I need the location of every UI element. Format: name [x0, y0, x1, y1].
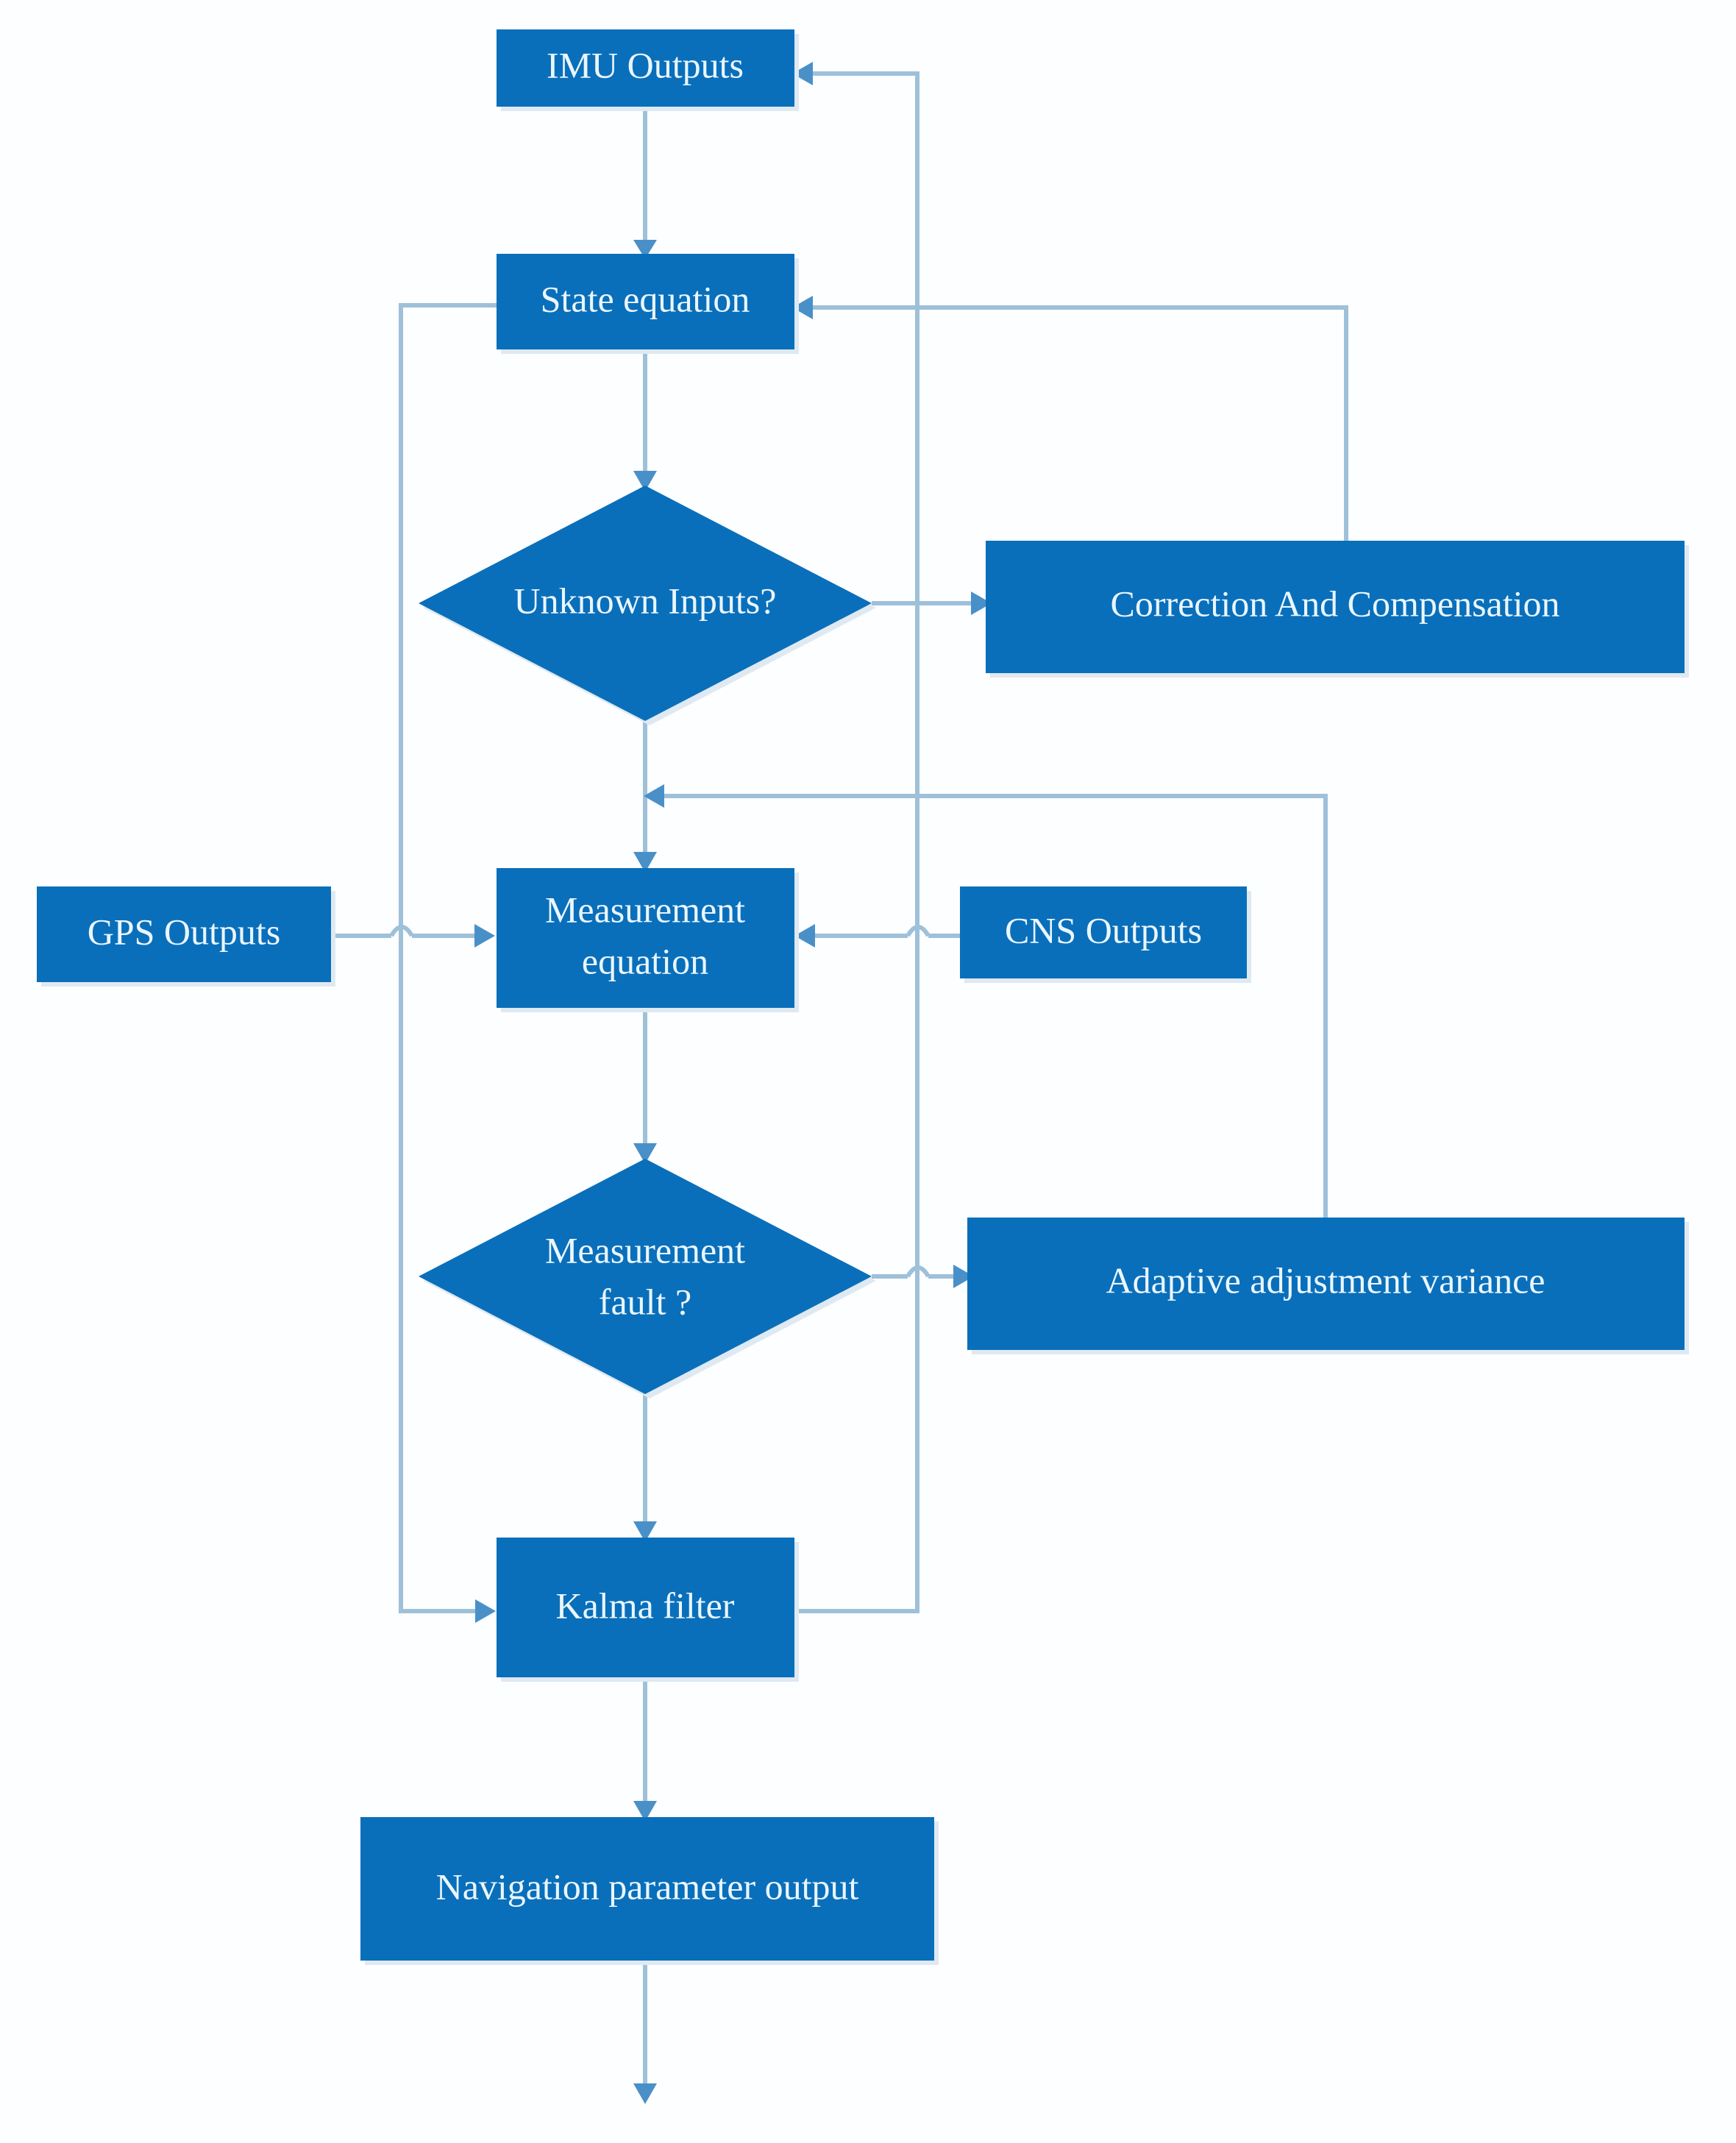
node-imu-outputs[interactable]: IMU Outputs — [497, 29, 799, 111]
node-label-correction-and-compensation: Correction And Compensation — [1110, 583, 1559, 624]
node-state-equation[interactable]: State equation — [497, 254, 799, 354]
edge-measurement-fault-to-adaptive — [872, 1265, 974, 1288]
node-label-cns-outputs: CNS Outputs — [1005, 909, 1202, 950]
edge-measurement-fault-to-kalman — [633, 1394, 657, 1542]
node-label-gps-outputs: GPS Outputs — [88, 911, 281, 952]
edge-state-equation-to-unknown-inputs — [633, 349, 657, 491]
node-label-state-equation: State equation — [541, 278, 750, 319]
node-correction-and-compensation[interactable]: Correction And Compensation — [986, 541, 1689, 678]
node-measurement-fault[interactable]: Measurement fault ? — [419, 1159, 876, 1399]
node-label-navigation-parameter-output: Navigation parameter output — [436, 1866, 859, 1907]
edge-correction-to-state-equation — [792, 296, 1348, 541]
connectors — [331, 62, 1348, 2104]
edge-navigation-output-terminal — [633, 1961, 657, 2104]
edge-unknown-inputs-to-correction — [872, 591, 992, 615]
node-label-measurement-fault-line2: fault ? — [599, 1281, 691, 1322]
edge-measurement-equation-to-measurement-fault — [633, 1008, 657, 1164]
edge-unknown-inputs-to-measurement-equation — [633, 721, 657, 873]
edge-imu-to-state-equation — [633, 107, 657, 259]
edge-gps-to-measurement-equation — [331, 924, 495, 948]
node-label-imu-outputs: IMU Outputs — [547, 44, 744, 85]
node-label-measurement-equation-line1: Measurement — [545, 889, 745, 930]
node-adaptive-adjustment-variance[interactable]: Adaptive adjustment variance — [967, 1218, 1689, 1354]
node-label-kalman-filter: Kalma filter — [556, 1585, 735, 1626]
node-gps-outputs[interactable]: GPS Outputs — [37, 886, 335, 987]
node-label-unknown-inputs: Unknown Inputs? — [514, 580, 777, 621]
node-label-measurement-equation-line2: equation — [582, 940, 708, 981]
edge-adaptive-to-measurement-equation — [644, 784, 1328, 1218]
node-kalman-filter[interactable]: Kalma filter — [497, 1538, 799, 1682]
node-unknown-inputs[interactable]: Unknown Inputs? — [419, 486, 876, 725]
edge-kalman-to-state-equation — [399, 303, 497, 1623]
node-cns-outputs[interactable]: CNS Outputs — [960, 886, 1251, 983]
node-navigation-parameter-output[interactable]: Navigation parameter output — [360, 1817, 939, 1965]
node-label-measurement-fault-line1: Measurement — [545, 1229, 745, 1270]
edge-cns-to-measurement-equation — [794, 924, 960, 948]
node-label-adaptive-adjustment-variance: Adaptive adjustment variance — [1106, 1259, 1545, 1301]
edge-kalman-to-imu — [792, 62, 919, 1613]
node-measurement-equation[interactable]: Measurement equation — [497, 868, 799, 1012]
edge-kalman-to-navigation-output — [633, 1677, 657, 1822]
